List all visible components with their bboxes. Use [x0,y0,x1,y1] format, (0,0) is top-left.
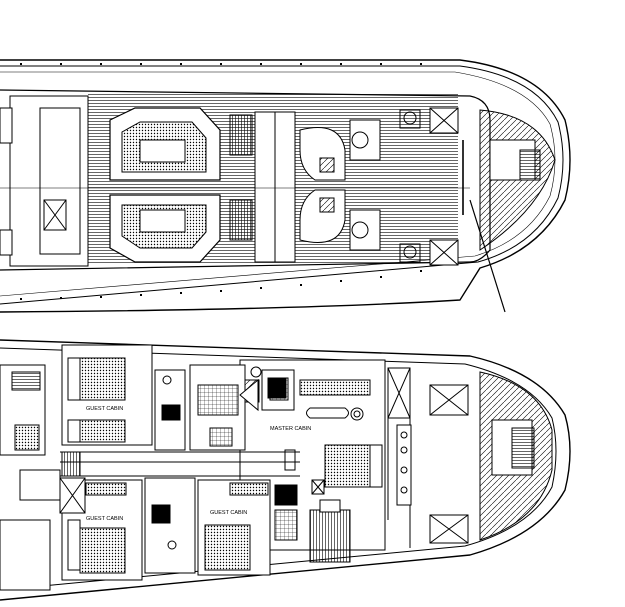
upper-helm-console [349,119,381,161]
upper-rail-dots [20,63,422,300]
upper-seating-group-2 [109,194,221,263]
upper-hull-outline [0,59,571,313]
guest-cabin-lower-left-label: GUEST CABIN [86,516,123,522]
lower-hull-outline [0,339,571,601]
upper-seating-group-1 [109,107,221,181]
guest-cabin-upper-label: GUEST CABIN [86,406,123,412]
master-cabin-label: MASTER CABIN [270,426,311,432]
master-bed [324,444,371,488]
lower-deck-plan: GUEST CABIN MASTER CABIN GUEST CABIN GUE… [0,339,571,601]
guest-cabin-lower-right-label: GUEST CABIN [210,510,247,516]
upper-deck-plan [0,59,571,313]
